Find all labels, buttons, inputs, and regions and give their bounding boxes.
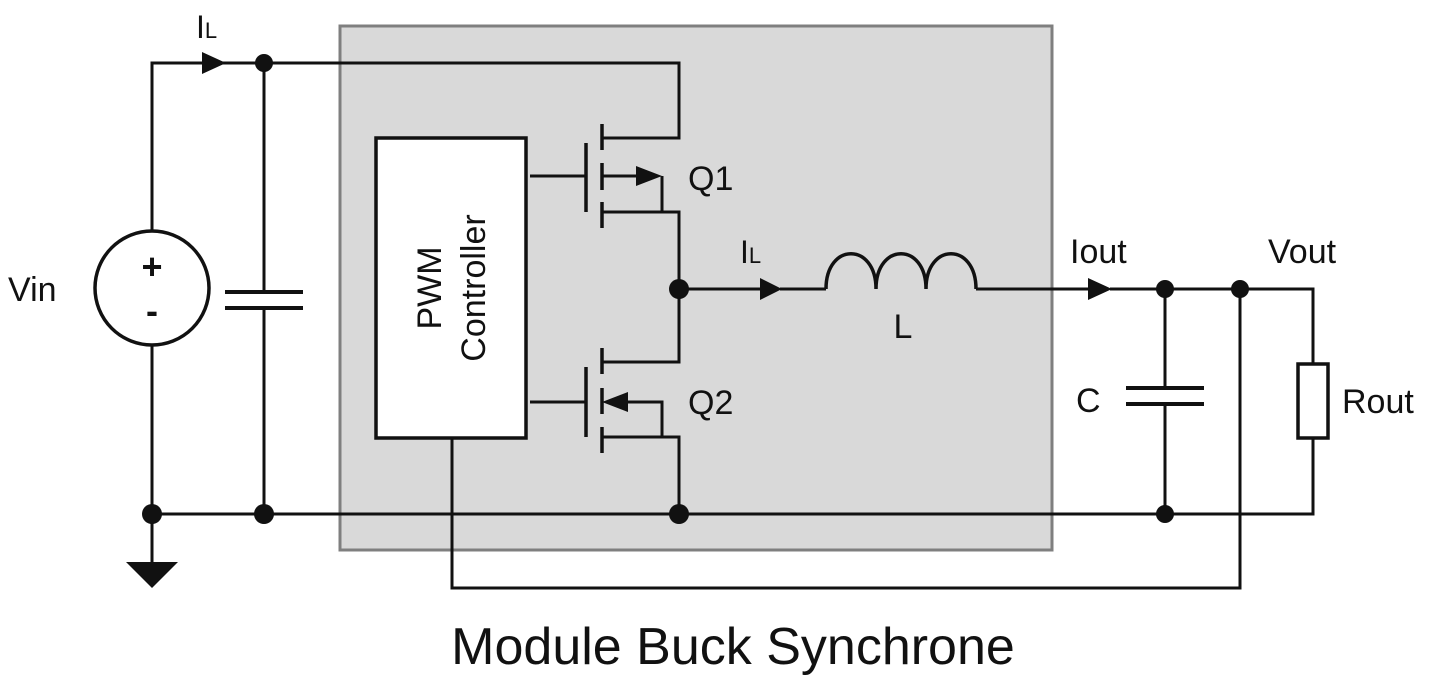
input-capacitor-icon (225, 290, 303, 310)
junction-dot (669, 504, 689, 524)
junction-dot (142, 504, 162, 524)
q1-label: Q1 (688, 160, 733, 198)
junction-dot (669, 279, 689, 299)
vout-label: Vout (1268, 233, 1337, 271)
ground-icon (126, 514, 178, 588)
diagram-title: Module Buck Synchrone (451, 618, 1015, 676)
resistor-icon (1296, 362, 1330, 440)
svg-text:Controller: Controller (455, 214, 493, 361)
junction-dot (1156, 505, 1174, 523)
svg-text:PWM: PWM (411, 246, 449, 329)
inductor-icon (824, 252, 978, 290)
il-inductor-arrow (760, 278, 782, 300)
q2-mosfet-icon (530, 348, 664, 453)
capacitor-label: C (1076, 382, 1101, 420)
il-inductor-label: IL (740, 234, 761, 270)
junction-dot (255, 54, 273, 72)
q2-label: Q2 (688, 384, 733, 422)
rout-label: Rout (1342, 383, 1414, 421)
iout-label: Iout (1070, 233, 1127, 271)
junction-dots (142, 54, 1249, 524)
junction-dot (1231, 280, 1249, 298)
il-main-label: IL (196, 9, 217, 45)
voltage-source-icon (93, 229, 211, 347)
junction-dot (254, 504, 274, 524)
output-capacitor-icon (1126, 386, 1204, 406)
vin-label: Vin (8, 271, 57, 309)
inductor-to-output-wire (976, 287, 1315, 364)
inductor-label: L (894, 308, 913, 346)
feedback-wire (450, 289, 1242, 590)
pwm-controller-text: PWM Controller (411, 214, 493, 361)
bottom-rail-wire (150, 346, 1315, 516)
il-main-arrow (202, 52, 226, 74)
source-minus: - (146, 290, 158, 331)
pwm-controller-block (374, 136, 528, 440)
top-rail-wire (150, 61, 681, 230)
iout-arrow (1088, 278, 1112, 300)
source-plus: + (141, 246, 162, 287)
junction-dot (1156, 280, 1174, 298)
